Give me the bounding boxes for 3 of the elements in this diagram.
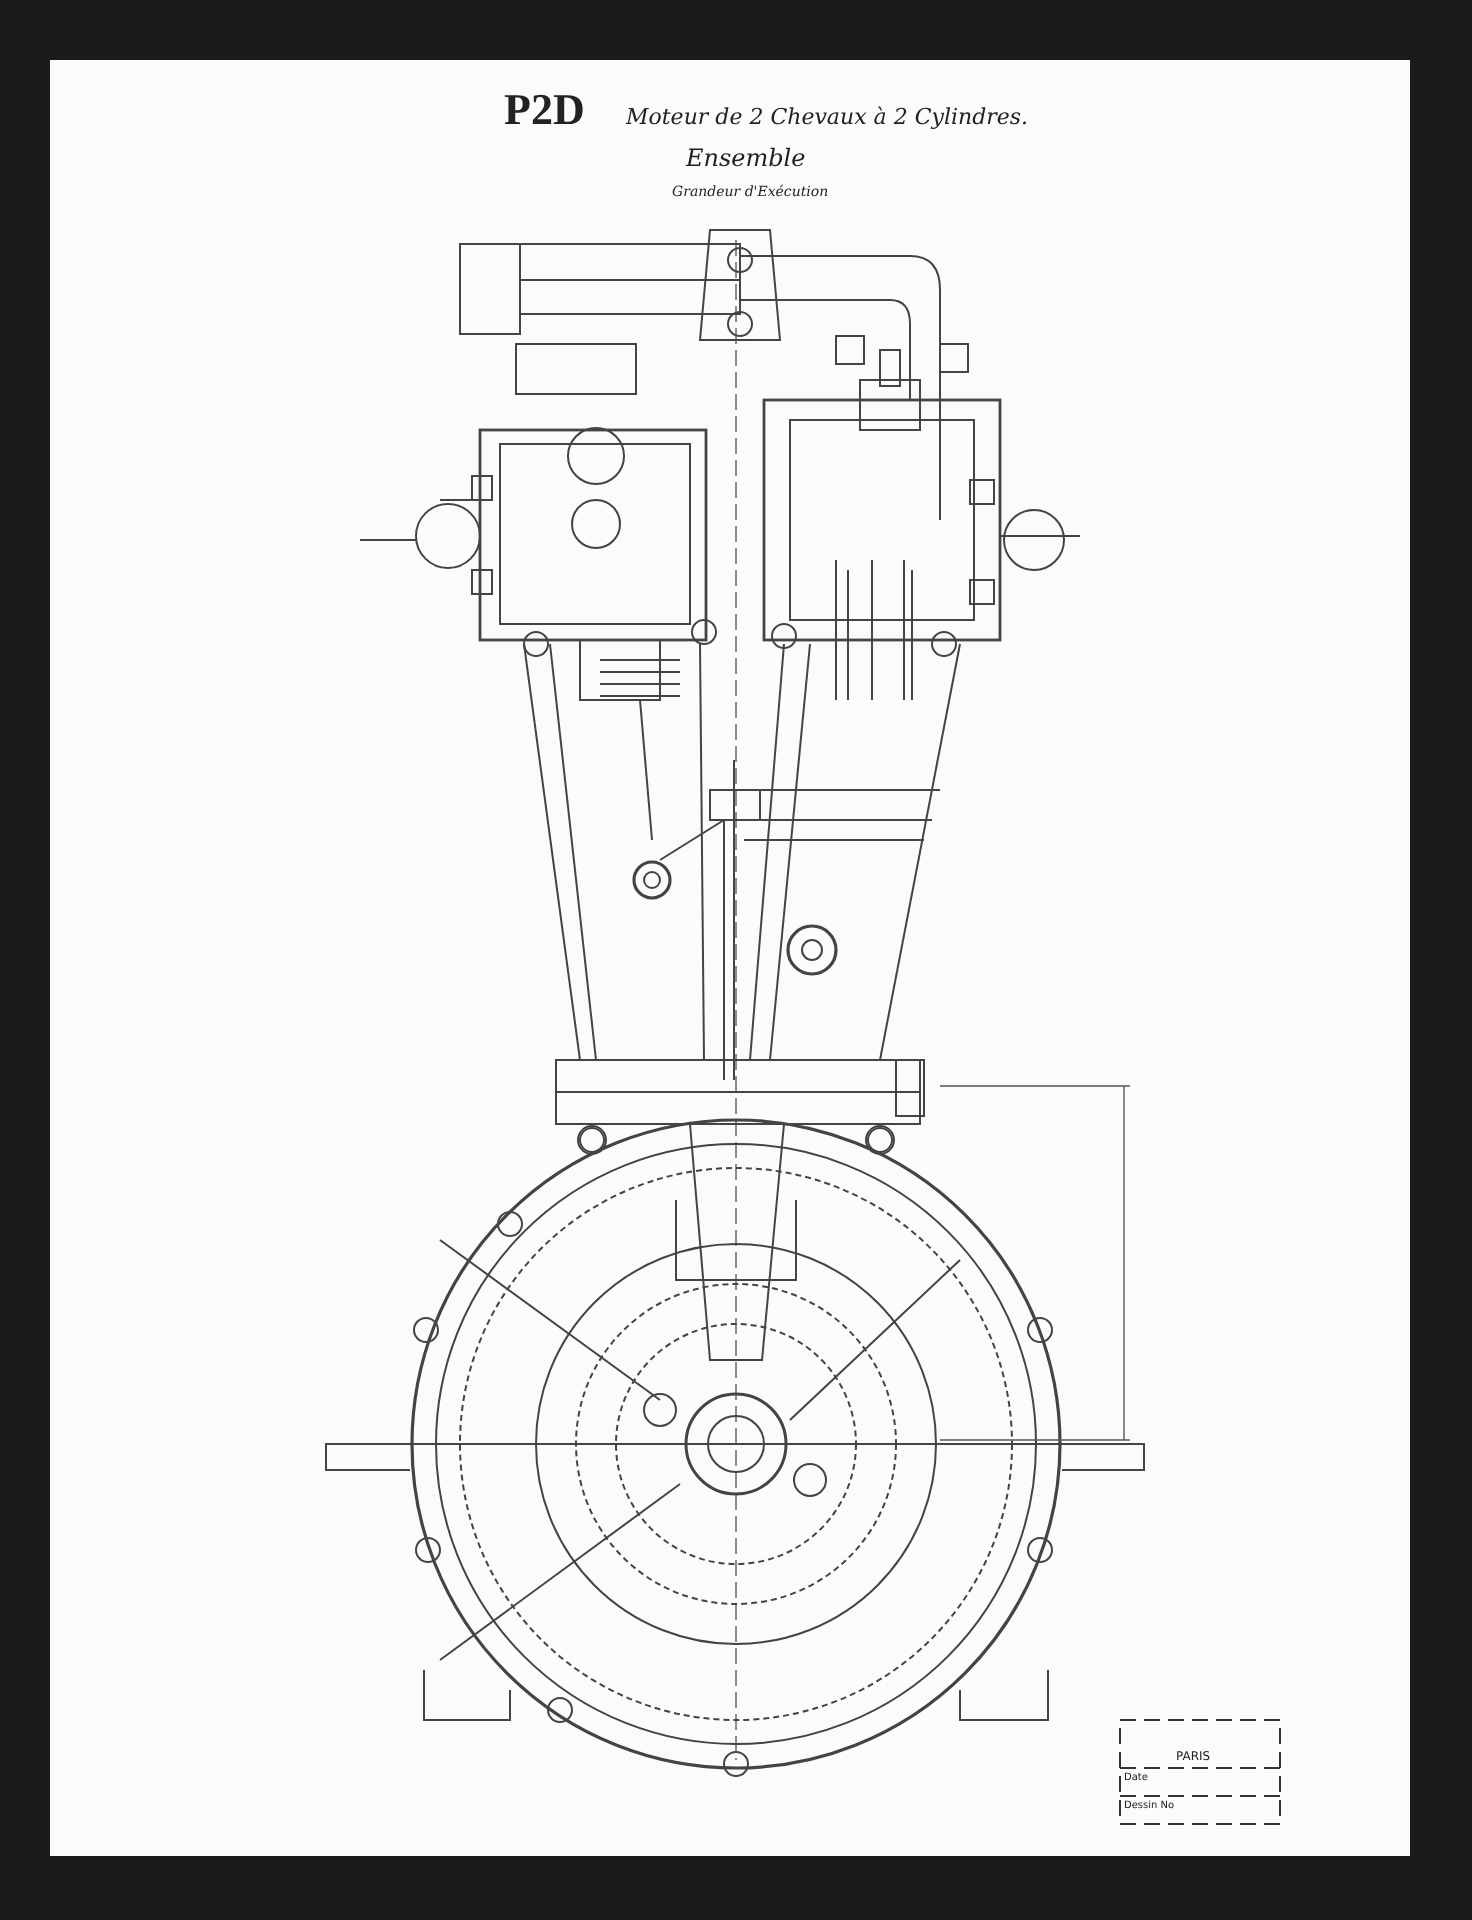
drawing-title: Moteur de 2 Chevaux à 2 Cylindres. <box>626 104 1029 130</box>
drawing-subtitle: Ensemble <box>686 144 806 172</box>
drawing-number: P2D <box>504 84 585 136</box>
